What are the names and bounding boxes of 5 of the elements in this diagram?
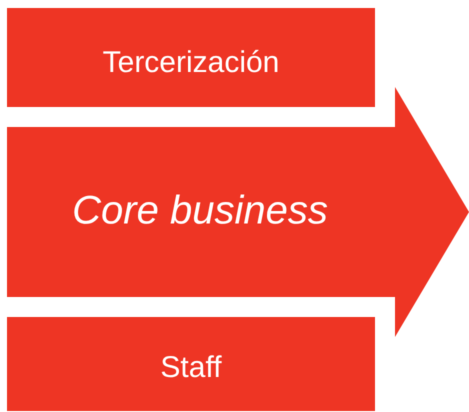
node-label: Staff xyxy=(160,351,222,385)
node-label: Core business xyxy=(72,188,328,234)
process-box xyxy=(7,317,375,411)
process-box xyxy=(7,8,375,107)
node-label: Tercerización xyxy=(102,46,280,80)
